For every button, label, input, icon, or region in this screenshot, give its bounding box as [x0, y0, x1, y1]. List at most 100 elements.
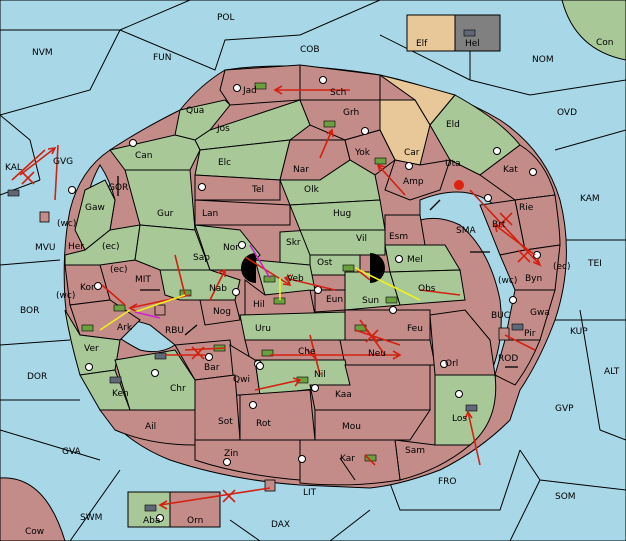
- terrain-marker-east: [370, 253, 385, 283]
- province-lan[interactable]: [194, 199, 291, 226]
- province-label-byn: Byn: [525, 274, 542, 284]
- fleet-icon: [7, 189, 20, 197]
- province-label-pir: Pir: [524, 329, 536, 339]
- army-icon: [323, 120, 336, 128]
- province-label-gur: Gur: [157, 209, 174, 219]
- province-label-lan: Lan: [202, 209, 218, 219]
- sea-gvg: GVG: [53, 157, 73, 167]
- legend-hel-label: Hel: [465, 39, 480, 49]
- province-vil[interactable]: [299, 229, 386, 256]
- army-icon: [254, 82, 267, 90]
- sea-pol: POL: [217, 13, 235, 23]
- province-label-brt: Brt: [492, 220, 506, 230]
- province-kar[interactable]: [299, 439, 401, 486]
- sea-kam: KAM: [580, 194, 600, 204]
- sea-rod: ROD: [498, 354, 518, 364]
- sea-gor: GOR: [108, 183, 128, 193]
- province-label-kat: Kat: [503, 165, 518, 175]
- army-icon: [81, 324, 94, 332]
- province-label-qua: Qua: [186, 106, 204, 116]
- province-ver[interactable]: [64, 309, 121, 376]
- province-label-veb: Veb: [287, 274, 304, 284]
- coast-tag-ec-byn: (ec): [553, 262, 571, 272]
- province-label-hug: Hug: [333, 209, 351, 219]
- province-label-ail: Ail: [145, 422, 156, 432]
- unit-box-pir: [498, 327, 510, 341]
- province-label-eld: Eld: [446, 120, 460, 130]
- province-label-kor: Kor: [80, 283, 95, 293]
- province-nog[interactable]: [199, 299, 241, 326]
- province-label-obs: Obs: [418, 284, 436, 294]
- province-label-rot: Rot: [256, 419, 271, 429]
- province-byn[interactable]: [499, 244, 561, 291]
- province-label-car: Car: [404, 148, 420, 158]
- legend-hel-swatch: [454, 14, 501, 52]
- province-che[interactable]: [244, 339, 346, 361]
- province-label-jos: Jos: [216, 124, 230, 134]
- sea-nvm: NVM: [32, 48, 53, 58]
- province-label-aba: Aba: [143, 516, 160, 526]
- province-label-bar: Bar: [204, 363, 220, 373]
- province-label-gwa: Gwa: [530, 308, 550, 318]
- coast-tag-wc-byn: (wc): [498, 276, 517, 286]
- province-obs[interactable]: [389, 269, 466, 306]
- fleet-icon: [144, 504, 157, 512]
- province-label-kaa: Kaa: [335, 390, 352, 400]
- province-orl[interactable]: [429, 309, 496, 376]
- province-label-gaw: Gaw: [85, 203, 105, 213]
- legend-elf-label: Elf: [416, 39, 428, 49]
- fleet-icon: [511, 323, 524, 331]
- sea-kal: KAL: [5, 163, 22, 173]
- army-icon: [374, 157, 387, 165]
- province-label-hil: Hil: [253, 300, 265, 310]
- fleet-icon: [154, 352, 167, 360]
- province-rot[interactable]: [239, 389, 316, 441]
- army-icon: [113, 304, 126, 312]
- fleet-icon: [465, 404, 478, 412]
- sea-swm: SWM: [80, 513, 102, 523]
- labels: Elf Hel POL NVM FUN COB NOM Con OVD KAM …: [5, 13, 620, 537]
- province-label-vil: Vil: [356, 234, 367, 244]
- province-label-ken: Ken: [112, 389, 129, 399]
- sea-buc: BUC: [491, 311, 510, 321]
- province-label-olk: Olk: [304, 185, 320, 195]
- province-label-nab: Nab: [209, 284, 227, 294]
- sea-kup: KUP: [570, 327, 588, 337]
- province-label-sch: Sch: [330, 88, 346, 98]
- province-label-can: Can: [135, 151, 153, 161]
- sea-cow: Cow: [25, 527, 44, 537]
- sea-dor: DOR: [27, 372, 47, 382]
- province-label-mel: Mel: [407, 255, 423, 265]
- province-label-ver: Ver: [84, 344, 99, 354]
- province-neu[interactable]: [339, 339, 436, 366]
- unit-box-lit: [264, 479, 276, 492]
- sea-fro: FRO: [438, 477, 457, 487]
- province-label-feu: Feu: [407, 324, 423, 334]
- unit-box-rbu: [154, 304, 166, 316]
- province-label-chr: Chr: [170, 384, 186, 394]
- province-tel[interactable]: [194, 174, 281, 201]
- fleet-icon: [109, 376, 122, 384]
- supply-centers: [68, 76, 541, 522]
- province-label-sam: Sam: [405, 446, 425, 456]
- province-mou[interactable]: [314, 409, 431, 441]
- coast-tag-wc-kor: (wc): [56, 291, 75, 301]
- units: [7, 29, 524, 512]
- province-label-ark: Ark: [117, 323, 133, 333]
- province-label-kar: Kar: [340, 454, 355, 464]
- province-label-tel: Tel: [251, 185, 264, 195]
- province-label-eun: Eun: [326, 295, 343, 305]
- sea-bor: BOR: [20, 306, 39, 316]
- province-sam[interactable]: [394, 439, 472, 481]
- province-pir[interactable]: [494, 339, 541, 386]
- province-label-nar: Nar: [293, 165, 309, 175]
- province-label-qwi: Qwi: [233, 375, 250, 385]
- province-label-zin: Zin: [224, 449, 238, 459]
- sea-alt: ALT: [604, 367, 620, 377]
- province-orn-box[interactable]: [169, 491, 221, 528]
- province-label-nog: Nog: [213, 307, 231, 317]
- province-label-neu: Neu: [368, 349, 386, 359]
- province-label-her: Her: [68, 242, 84, 252]
